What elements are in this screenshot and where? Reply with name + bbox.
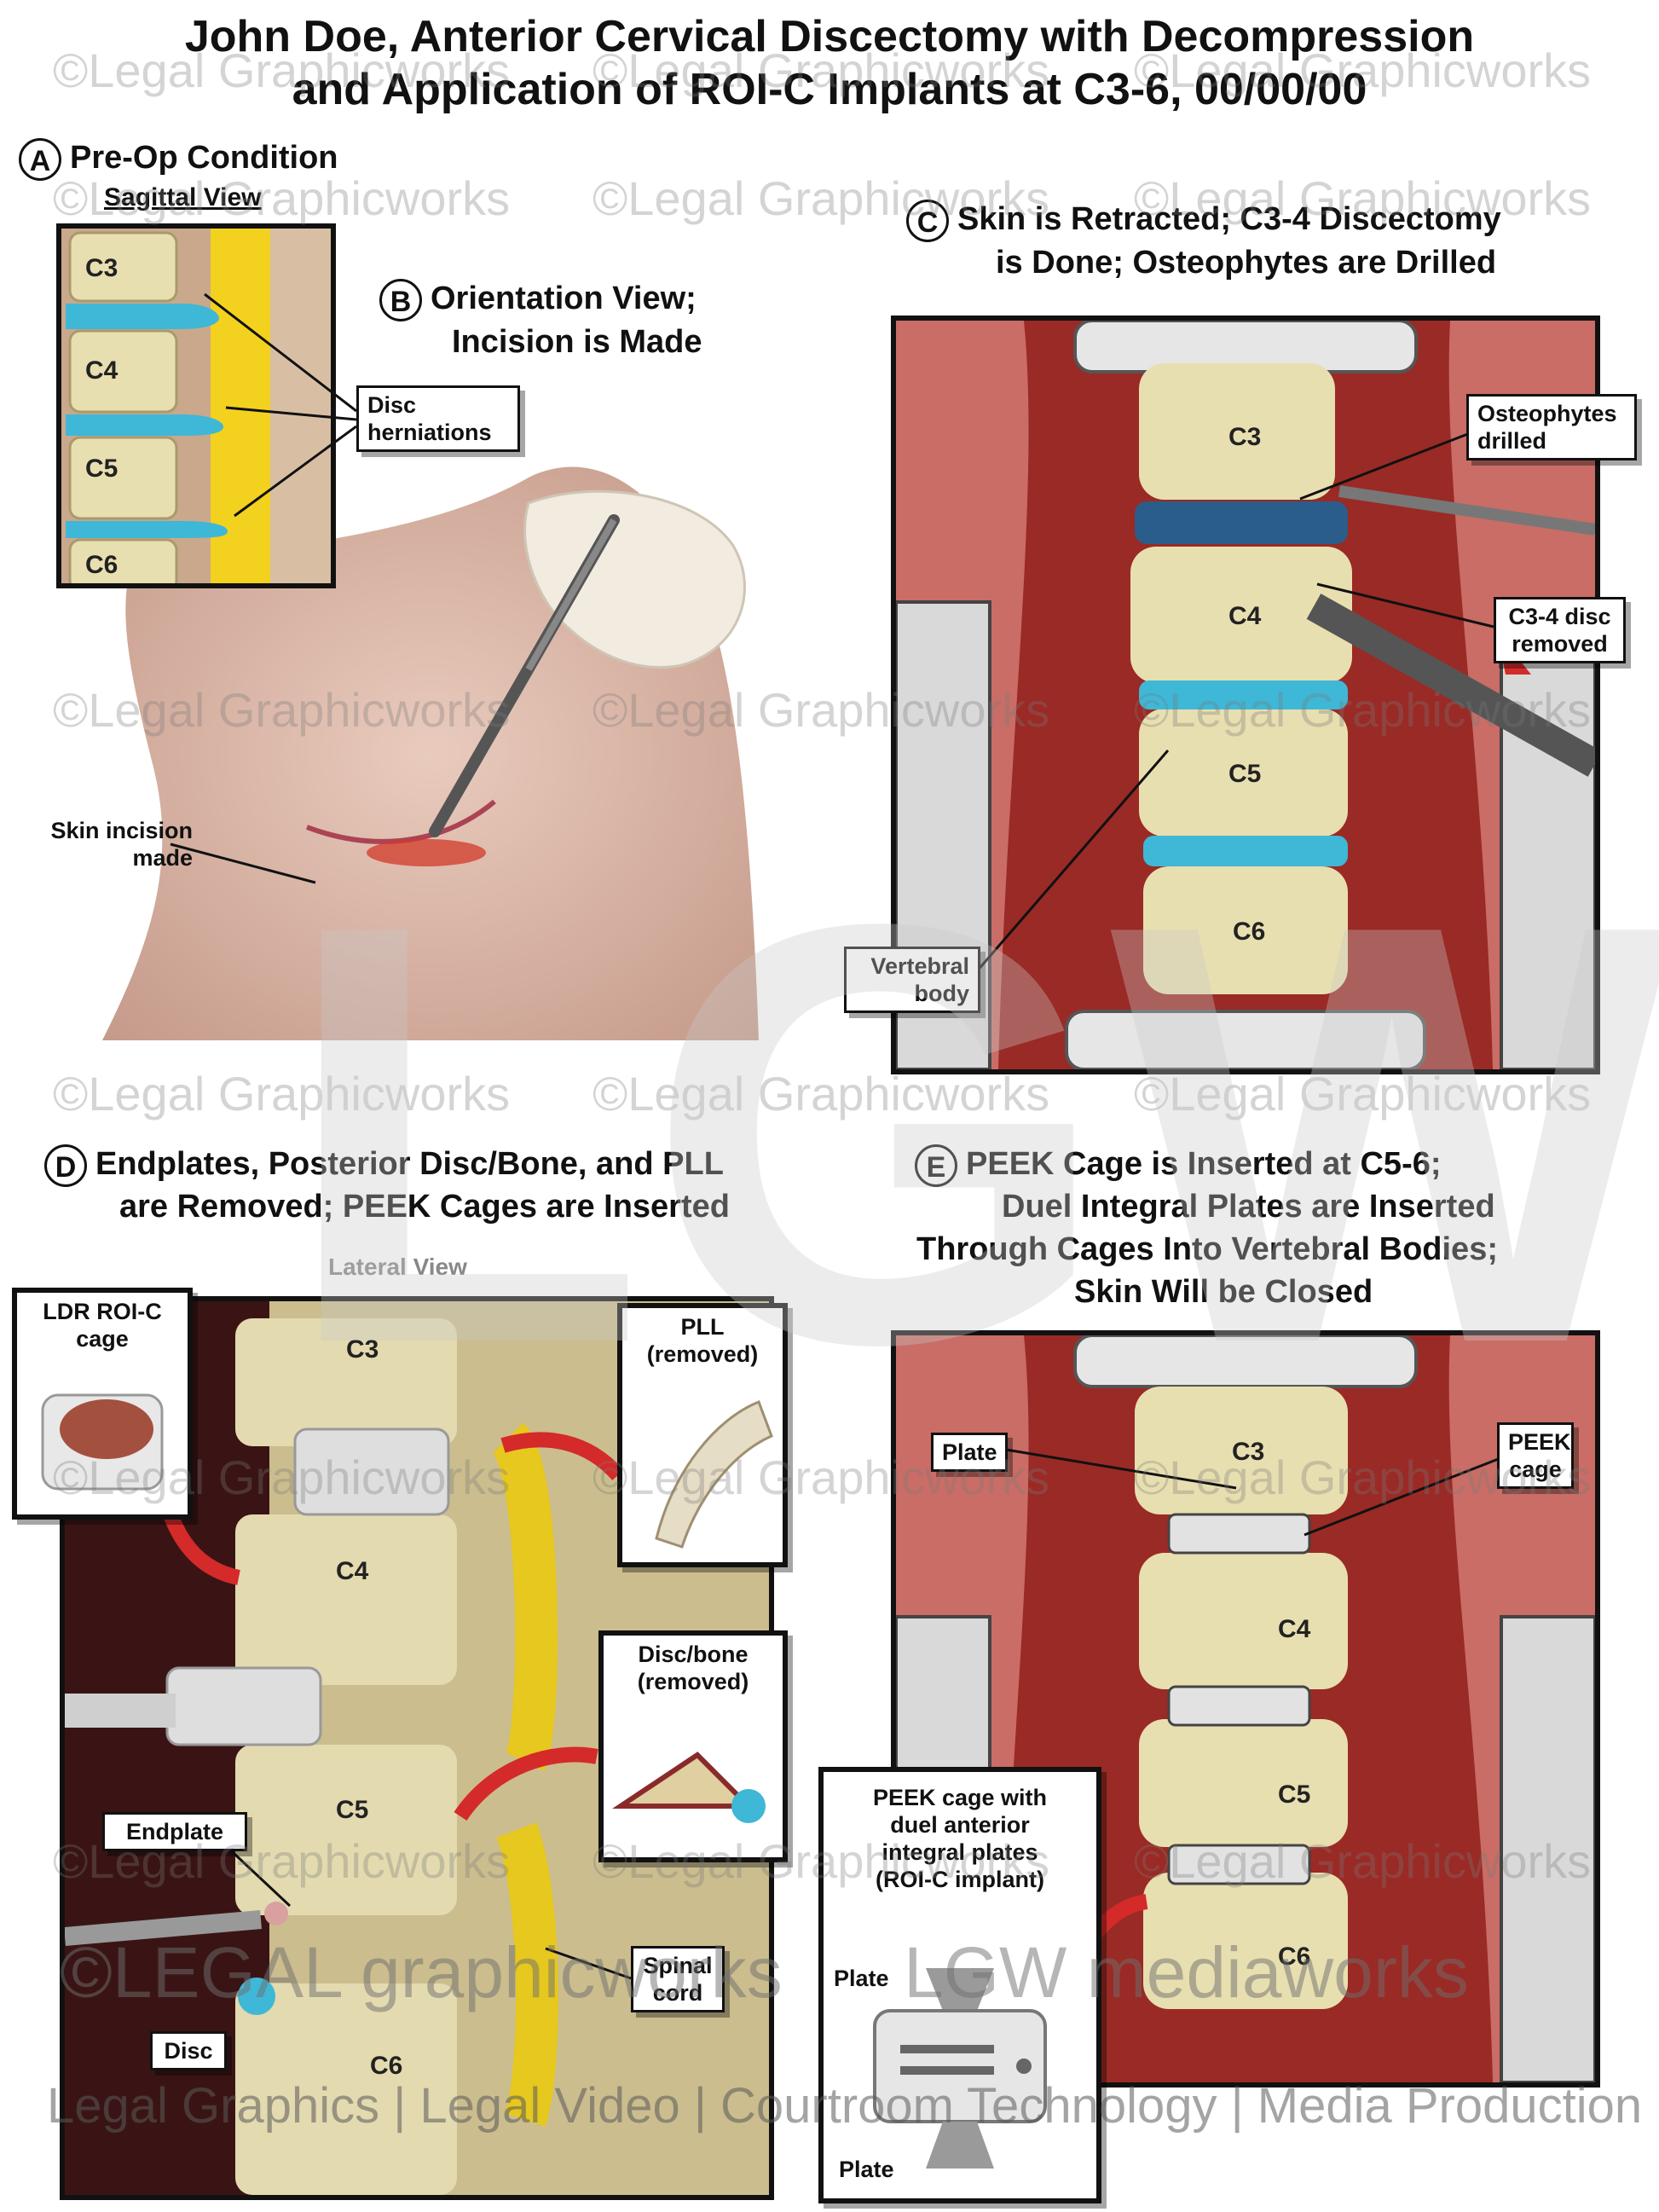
cage-illustration — [41, 1393, 164, 1491]
panel-d-label-c3: C3 — [346, 1335, 379, 1364]
spinal-label-line-1: Spinal — [643, 1953, 713, 1978]
callout-peek-cage: PEEK cage — [1497, 1422, 1574, 1489]
panel-c-label-c4: C4 — [1228, 602, 1262, 630]
callout-osteophytes-drilled: Osteophytes drilled — [1466, 394, 1637, 460]
panel-d-label-c6: C6 — [370, 2052, 403, 2080]
implant-label-line-1: PEEK cage with — [872, 1785, 1048, 1810]
ldr-roi-c-cage-inset: LDR ROI-C cage — [12, 1288, 193, 1520]
section-e-title-line-3: Through Cages Into Vertebral Bodies; — [916, 1231, 1498, 1267]
callout-disc-line-1: C3-4 disc — [1508, 604, 1611, 629]
title-line-1: John Doe, Anterior Cervical Discectomy w… — [184, 12, 1475, 61]
section-a-letter: A — [19, 137, 61, 181]
neck-illustration — [51, 443, 801, 1040]
implant-label-line-3: integral plates — [882, 1839, 1038, 1865]
section-e-letter: E — [915, 1144, 957, 1187]
callout-disc: Disc — [150, 2031, 227, 2070]
section-e-title-line-1: PEEK Cage is Inserted at C5-6; — [966, 1146, 1442, 1182]
panel-d-label-c5: C5 — [336, 1796, 369, 1824]
spinal-label-line-2: cord — [652, 1980, 703, 2006]
section-d-letter: D — [44, 1144, 87, 1187]
callout-c3-4-disc-removed: C3-4 disc removed — [1494, 597, 1626, 663]
section-c-letter: C — [906, 199, 949, 242]
section-d-title-line-2: are Removed; PEEK Cages are Inserted — [119, 1189, 730, 1225]
discbone-label-line-1: Disc/bone — [638, 1642, 749, 1667]
sagittal-label-c3: C3 — [85, 254, 118, 282]
panel-d-label-c4: C4 — [336, 1557, 369, 1585]
sagittal-label-c5: C5 — [85, 455, 118, 483]
section-d-title-line-1: Endplates, Posterior Disc/Bone, and PLL — [95, 1146, 724, 1182]
panel-e-label-c3: C3 — [1232, 1438, 1265, 1466]
section-b-letter: B — [379, 278, 422, 321]
section-e-title-line-2: Duel Integral Plates are Inserted — [1002, 1189, 1495, 1225]
peek-label-line-2: cage — [1509, 1456, 1562, 1482]
sagittal-label-c4: C4 — [85, 356, 118, 385]
callout-osteophytes-line-2: drilled — [1477, 428, 1547, 454]
callout-spinal-cord: Spinal cord — [631, 1946, 725, 2012]
sagittal-label-c6: C6 — [85, 551, 118, 579]
callout-plate: Plate — [931, 1433, 1008, 1472]
implant-plate-bottom-label: Plate — [839, 2157, 894, 2182]
panel-e-label-c6: C6 — [1278, 1943, 1311, 1971]
sagittal-view-panel: C3 C4 C5 C6 — [56, 223, 336, 588]
section-c-title-line-1: Skin is Retracted; C3-4 Discectomy — [957, 201, 1501, 237]
pll-removed-inset: PLL (removed) — [617, 1303, 788, 1567]
implant-plate-top-label: Plate — [834, 1966, 889, 1991]
roi-c-implant-illustration — [873, 1968, 1047, 2169]
callout-endplate: Endplate — [102, 1812, 247, 1851]
section-e-title-line-4: Skin Will be Closed — [1074, 1274, 1373, 1310]
implant-label-line-2: duel anterior — [890, 1812, 1030, 1838]
panel-c-label-c5: C5 — [1228, 760, 1262, 788]
disc-bone-removed-inset: Disc/bone (removed) — [598, 1630, 788, 1862]
watermark-r4c1: ©Legal Graphicworks — [53, 1067, 511, 1120]
callout-body-line-1: Vertebral — [870, 953, 969, 979]
section-b-heading: B Orientation View; — [379, 277, 697, 321]
panel-e-label-c5: C5 — [1278, 1781, 1311, 1809]
panel-c-label-c6: C6 — [1233, 918, 1266, 946]
cage-label-line-1: LDR ROI-C — [43, 1299, 162, 1324]
discbone-label-line-2: (removed) — [637, 1669, 749, 1694]
lateral-view-label: Lateral View — [328, 1254, 467, 1280]
callout-vertebral-body: Vertebral body — [844, 947, 980, 1013]
callout-disc-herniations: Disc herniations — [356, 385, 520, 452]
surgery-view-panel-c: C3 C4 C5 C6 — [891, 316, 1600, 1074]
section-b-title-line-1: Orientation View; — [431, 281, 697, 316]
panel-c-label-c3: C3 — [1228, 423, 1262, 451]
disc-bone-illustration — [612, 1752, 766, 1823]
page-title: John Doe, Anterior Cervical Discectomy w… — [0, 10, 1659, 116]
section-b-title-line-2: Incision is Made — [452, 324, 702, 360]
callout-osteophytes-line-1: Osteophytes — [1477, 401, 1617, 426]
peek-label-line-1: PEEK — [1508, 1429, 1571, 1455]
pll-label-line-2: (removed) — [646, 1341, 759, 1367]
callout-body-line-2: body — [914, 981, 970, 1006]
pll-illustration — [655, 1400, 773, 1549]
section-c-title-line-2: is Done; Osteophytes are Drilled — [996, 245, 1497, 281]
pll-label-line-1: PLL — [680, 1314, 725, 1340]
panel-e-label-c4: C4 — [1278, 1615, 1311, 1643]
callout-disc-line-2: removed — [1512, 631, 1608, 657]
callout-skin-incision-line-2: made — [132, 845, 193, 871]
sagittal-view-label: Sagittal View — [104, 183, 262, 211]
callout-skin-incision-line-1: Skin incision — [50, 818, 193, 843]
section-a-title: Pre-Op Condition — [70, 140, 338, 176]
implant-label-line-4: (ROI-C implant) — [876, 1867, 1044, 1892]
roi-c-implant-inset: PEEK cage with duel anterior integral pl… — [818, 1767, 1101, 2203]
callout-skin-incision: Skin incision made — [39, 817, 193, 871]
cage-label-line-2: cage — [76, 1326, 129, 1352]
title-line-2: and Application of ROI-C Implants at C3-… — [292, 65, 1367, 114]
